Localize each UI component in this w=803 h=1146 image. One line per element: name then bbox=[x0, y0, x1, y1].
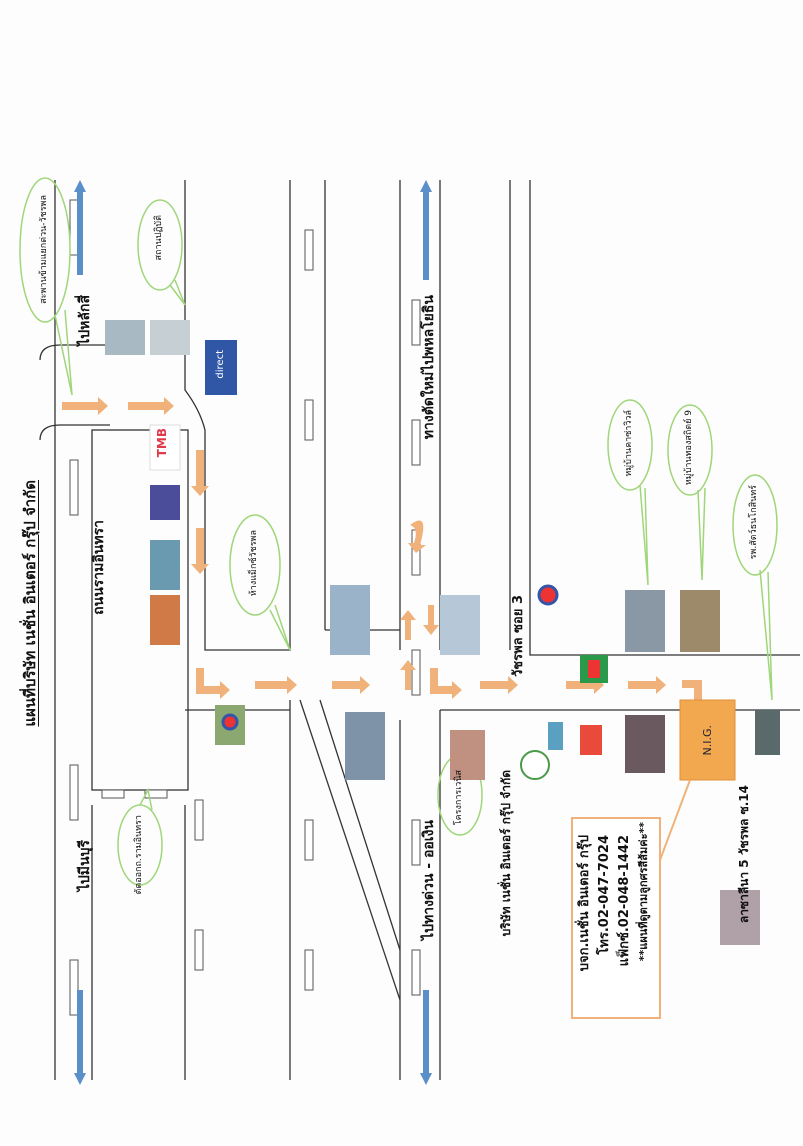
info-note: **แผนที่ดูตามลูกศรสีส้มค่ะ** bbox=[637, 822, 650, 962]
ptt-logo bbox=[221, 713, 239, 731]
photo-thongsathit bbox=[680, 590, 720, 652]
direction-arrows bbox=[74, 180, 432, 1085]
tesco-logo bbox=[548, 722, 563, 750]
photo-mall-2 bbox=[330, 585, 370, 655]
info-fax: แฟ็กซ์.02-048-1442 bbox=[617, 835, 632, 967]
map-title: แผนที่บริษัท เนชั่น อินเตอร์ กรุ๊ป จำกัด bbox=[21, 480, 39, 727]
label-expressway: ไปทางด่วน - ออเงิน bbox=[421, 820, 437, 940]
road-island bbox=[91, 429, 189, 791]
bubble-vet: รพ.สัตว์ธนโกสินทร์ bbox=[749, 485, 759, 560]
photo-mall bbox=[150, 540, 180, 590]
photo-building-2 bbox=[345, 712, 385, 780]
emblem-logo bbox=[520, 750, 550, 780]
photo-venice bbox=[450, 730, 485, 780]
bubble-mall: ห้างแม็กซ์วัชรพล bbox=[249, 530, 259, 597]
bubble-bridge: สะพานข้ามแยกด่วน-วัชรพล bbox=[39, 195, 49, 304]
label-new-cut: ทางตัดใหม่ไปพหลโยธิน bbox=[421, 295, 437, 440]
label-ram-intra: ถนนรามอินทรา bbox=[91, 520, 107, 615]
big-c-logo bbox=[580, 725, 602, 755]
nig-building bbox=[679, 699, 736, 781]
bubble-venice: โครงการเวนิส bbox=[454, 770, 464, 826]
label-company: บริษัท เนชั่น อินเตอร์ กรุ๊ป จำกัด bbox=[499, 770, 513, 937]
info-box bbox=[571, 817, 661, 1019]
tmb-logo bbox=[149, 424, 181, 471]
info-name: บจก.เนชั่น อินเตอร์ กรุ๊ป bbox=[577, 835, 592, 972]
tmb-logo-text: TMB bbox=[155, 428, 169, 458]
direct-logo-text: direct bbox=[215, 350, 226, 379]
bubble-temple: สถานปฏิบัติ bbox=[154, 215, 164, 261]
route-arrows bbox=[62, 397, 702, 700]
photo-vet bbox=[755, 710, 780, 755]
label-to-minburi: ไปมีนบุรี bbox=[77, 840, 93, 892]
photo-shop bbox=[625, 715, 665, 773]
photos bbox=[105, 320, 780, 945]
direct-logo bbox=[205, 340, 237, 395]
label-soi3: วัชรพล ซอย 3 bbox=[511, 595, 526, 677]
lane-markers bbox=[69, 199, 421, 1016]
photo-temple bbox=[150, 320, 190, 355]
photo-casa bbox=[625, 590, 665, 652]
label-lasalina: ลาซาลีนา 5 วัชรพล ซ.14 bbox=[737, 785, 751, 924]
photo-hospital bbox=[440, 595, 480, 655]
ptt-logo-2 bbox=[537, 584, 559, 606]
photo-lasalina bbox=[720, 890, 760, 945]
bubble-cut-out: ตัดออกถ.รามอินทรา bbox=[134, 815, 144, 895]
bank-logo bbox=[150, 485, 180, 520]
callout-bubbles bbox=[19, 177, 778, 886]
info-tel: โทร.02-047-7024 bbox=[597, 835, 612, 955]
blue-arrow bbox=[77, 190, 83, 275]
photo-market bbox=[150, 595, 180, 645]
bubble-thongsathit: หมู่บ้านทองสถิตย์ 9 bbox=[684, 410, 694, 486]
nig-label: N.I.G. bbox=[701, 725, 714, 756]
label-to-laksi: ไปหลักสี่ bbox=[77, 295, 93, 346]
photo-building bbox=[105, 320, 145, 355]
bubble-casa: หมู่บ้านคาซ่าวิวล์ bbox=[624, 410, 634, 477]
